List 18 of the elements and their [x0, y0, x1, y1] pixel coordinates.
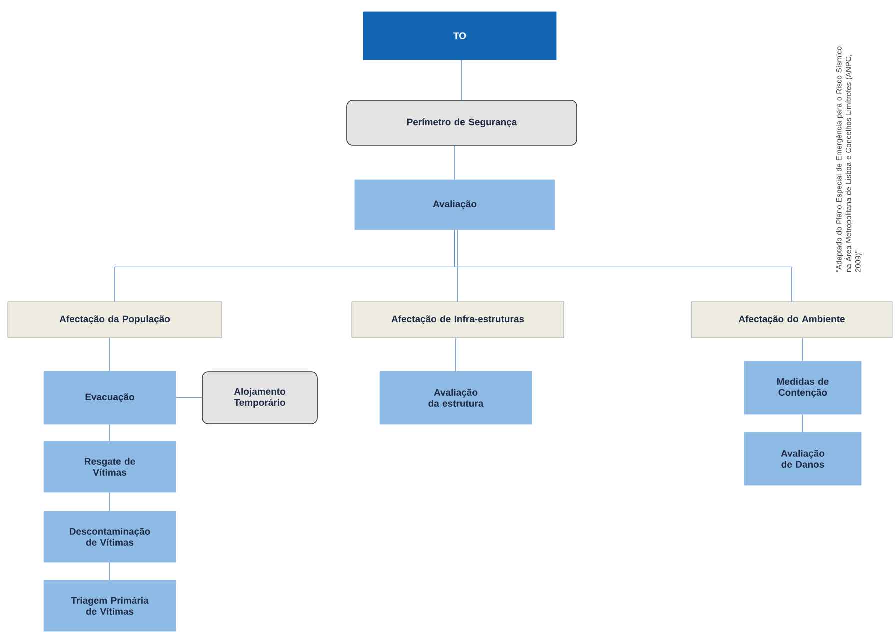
box: Descontaminação de Vítimas	[44, 511, 176, 563]
box: Afectação de Infra-estruturas	[352, 302, 564, 338]
connector-line	[802, 338, 804, 362]
rounded-box: Alojamento Temporário	[202, 372, 318, 424]
connector-line	[454, 230, 792, 302]
connector-line	[454, 146, 456, 180]
rounded-box: Perímetro de Segurança	[346, 100, 578, 146]
box: Avaliação de Danos	[744, 432, 862, 486]
box: Afectação do Ambiente	[691, 302, 893, 338]
box: Avaliação	[354, 180, 556, 230]
box: Afectação da População	[8, 302, 222, 338]
box: Triagem Primária de Vítimas	[44, 580, 176, 632]
box: Resgate de Vítimas	[44, 441, 176, 493]
connector-line	[802, 414, 804, 433]
box: Evacuação	[44, 371, 176, 425]
box: Medidas de Contenção	[744, 361, 862, 415]
box: Avaliação da estrutura	[380, 371, 532, 425]
box: TO	[363, 12, 557, 60]
